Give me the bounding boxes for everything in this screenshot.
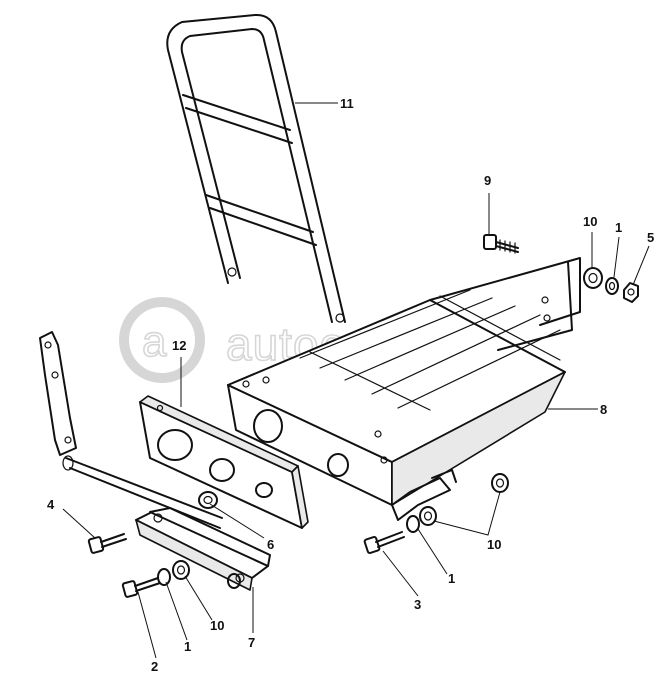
part-7-lower-bracket	[135, 507, 271, 591]
part-11-handrail	[166, 13, 346, 323]
callout-11: 11	[340, 96, 354, 111]
callout-7: 7	[248, 635, 255, 650]
hardware-top-right	[583, 267, 639, 303]
callout-10-top: 10	[583, 214, 597, 229]
part-12-rear-panel	[139, 395, 309, 529]
part-9-bolt	[483, 234, 519, 254]
callout-3: 3	[414, 597, 421, 612]
callout-8: 8	[600, 402, 607, 417]
callout-1-bottom: 1	[184, 639, 191, 654]
hardware-left-bolt	[87, 533, 127, 554]
left-bracket-and-rod	[39, 331, 223, 529]
callout-9: 9	[484, 173, 491, 188]
leader-lines	[62, 102, 650, 659]
part-8-step-tray	[227, 257, 581, 521]
callout-1-top: 1	[615, 220, 622, 235]
callout-4: 4	[47, 497, 55, 512]
watermark-logo-glyph: a	[142, 317, 167, 366]
callout-labels: 11 9 10 1 5 12 8 4 6 10 1 3 10 1 7 2	[47, 96, 654, 674]
callout-12: 12	[172, 338, 186, 353]
callout-5: 5	[647, 230, 654, 245]
hardware-lower-middle	[363, 473, 509, 554]
callout-1-lower: 1	[448, 571, 455, 586]
callout-6: 6	[267, 537, 274, 552]
callout-2: 2	[151, 659, 158, 674]
callout-10-lower: 10	[487, 537, 501, 552]
callout-10-bottom: 10	[210, 618, 224, 633]
hardware-bottom-left	[121, 560, 190, 598]
part-6-nut	[198, 491, 218, 509]
